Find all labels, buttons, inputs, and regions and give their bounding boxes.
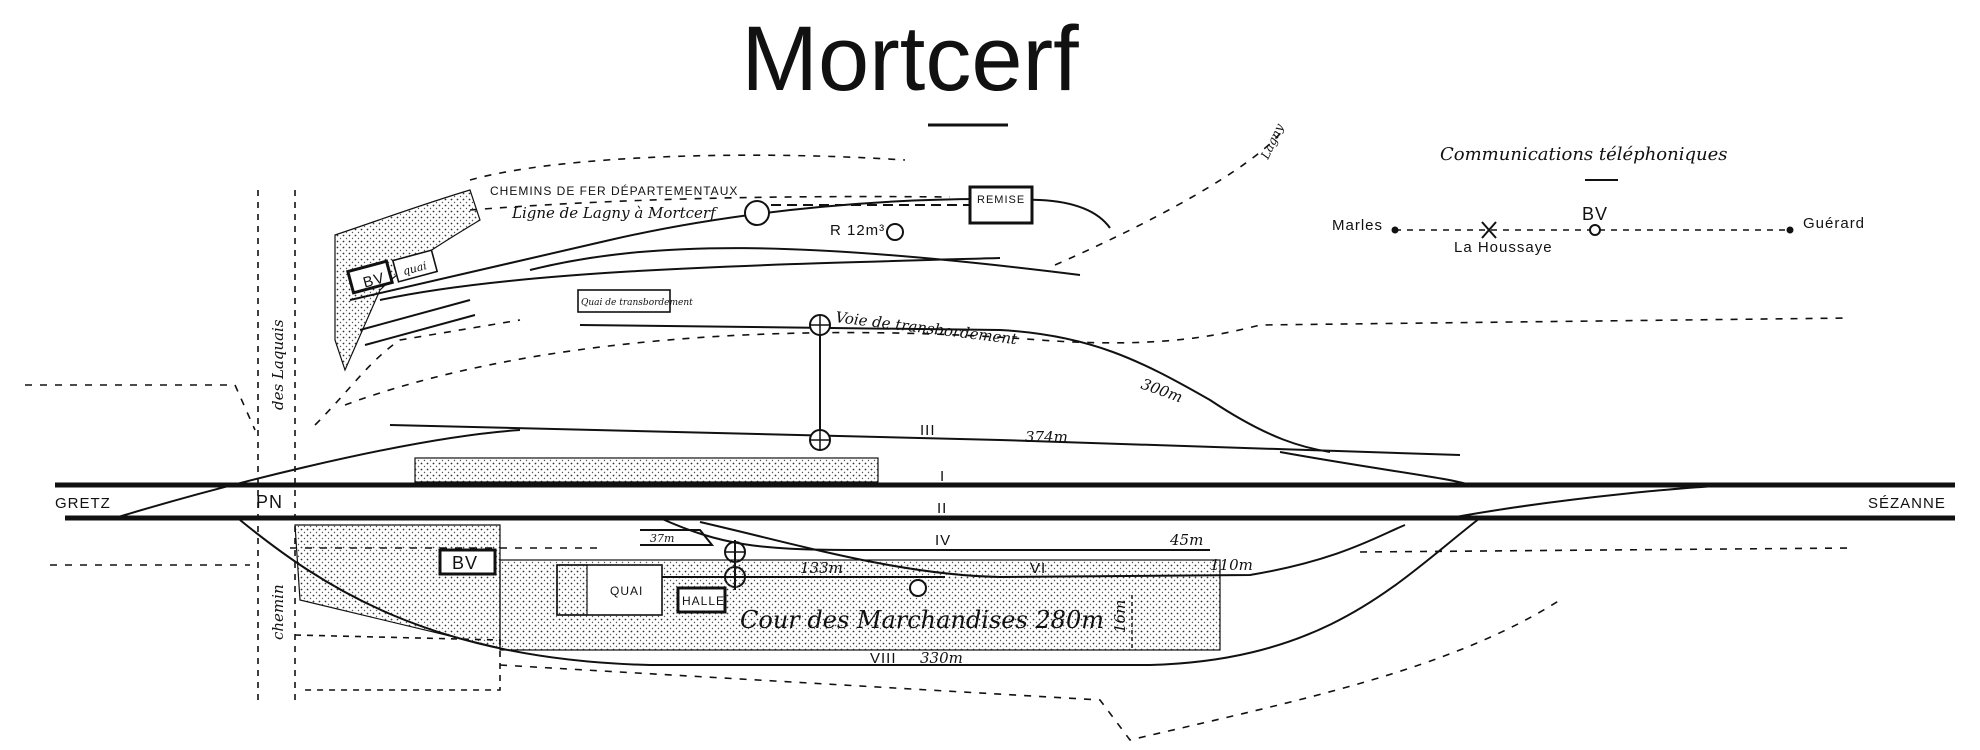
cour-label: Cour des Marchandises 280m [740, 606, 1104, 634]
station-guerard: Guérard [1803, 215, 1865, 232]
lagny-direction-label: Lagny [1258, 121, 1287, 162]
water-crane [909, 579, 927, 597]
road-bottom-label: chemin [269, 584, 287, 640]
track-6b-length: 133m [800, 559, 843, 577]
transbordement-track [579, 324, 1331, 453]
yard-outline [294, 634, 501, 691]
fence-north-west [25, 384, 256, 431]
track-4-label: IV [935, 532, 951, 549]
transbordement-length: 300m [1139, 375, 1185, 407]
south-pad-west [294, 524, 501, 649]
track-6 [699, 521, 1406, 579]
annex-quai-label: quai [401, 259, 428, 278]
track-4 [659, 517, 1210, 551]
cour-width: 16m [1111, 600, 1129, 633]
company-label: CHEMINS DE FER DÉPARTEMENTAUX [490, 183, 738, 198]
bv-building [438, 548, 497, 576]
track-8-length: 330m [920, 649, 963, 667]
bv-label: BV [452, 553, 478, 573]
plan-title: Mortcerf [741, 8, 1079, 110]
station-marles: Marles [1332, 217, 1383, 234]
track-1-label: I [940, 468, 945, 485]
halle-label: HALLE [682, 594, 725, 608]
track-6-label: VI [1030, 560, 1046, 577]
telephone-legend: Communications téléphoniques Marles La H… [1332, 144, 1865, 256]
station-bv: BV [1582, 204, 1608, 224]
quai-dotted [556, 564, 588, 616]
stub-length: 37m [650, 532, 674, 545]
track-8-label: VIII [870, 650, 897, 667]
track-8 [239, 517, 1481, 666]
halle-building [676, 586, 727, 614]
fence-north [344, 317, 1851, 406]
telephone-heading: Communications téléphoniques [1440, 144, 1727, 165]
turntable [744, 200, 770, 226]
direction-sezanne: SÉZANNE [1868, 495, 1946, 512]
stub-siding [640, 529, 715, 546]
crossover-east [1449, 484, 1751, 519]
annex-bv-label: BV [361, 270, 387, 292]
line-label: Ligne de Lagny à Mortcerf [511, 204, 718, 222]
crossover-west [114, 429, 521, 519]
fence-south-loop [499, 599, 1561, 741]
track-3-length: 374m [1025, 428, 1068, 446]
remise-label: REMISE [977, 194, 1025, 206]
transbordement-label: Voie de transbordement [835, 308, 1020, 348]
track-6-length: 110m [1210, 556, 1253, 574]
reservoir-label: R 12m³ [830, 222, 885, 239]
fence-annex-outline [469, 129, 1284, 266]
station-la-houssaye: La Houssaye [1454, 239, 1553, 256]
level-crossing-label: PN [256, 492, 283, 512]
road-des-laquais [257, 190, 296, 700]
north-platform [414, 457, 879, 483]
track-3 [389, 424, 1461, 456]
transbordement-quai-label: Quai de transbordement [581, 298, 693, 308]
secondary-railway-annex: BV quai REMISE Quai de transbordement CH… [334, 121, 1287, 372]
track-4-length: 45m [1169, 531, 1203, 549]
track-3-label: III [920, 422, 936, 439]
track-2-label: II [937, 500, 947, 517]
connection-east [1279, 451, 1471, 486]
road-top-label: des Laquais [269, 319, 287, 410]
direction-gretz: GRETZ [55, 495, 111, 512]
quai-label: QUAI [610, 584, 643, 598]
fence-annex [314, 319, 521, 426]
